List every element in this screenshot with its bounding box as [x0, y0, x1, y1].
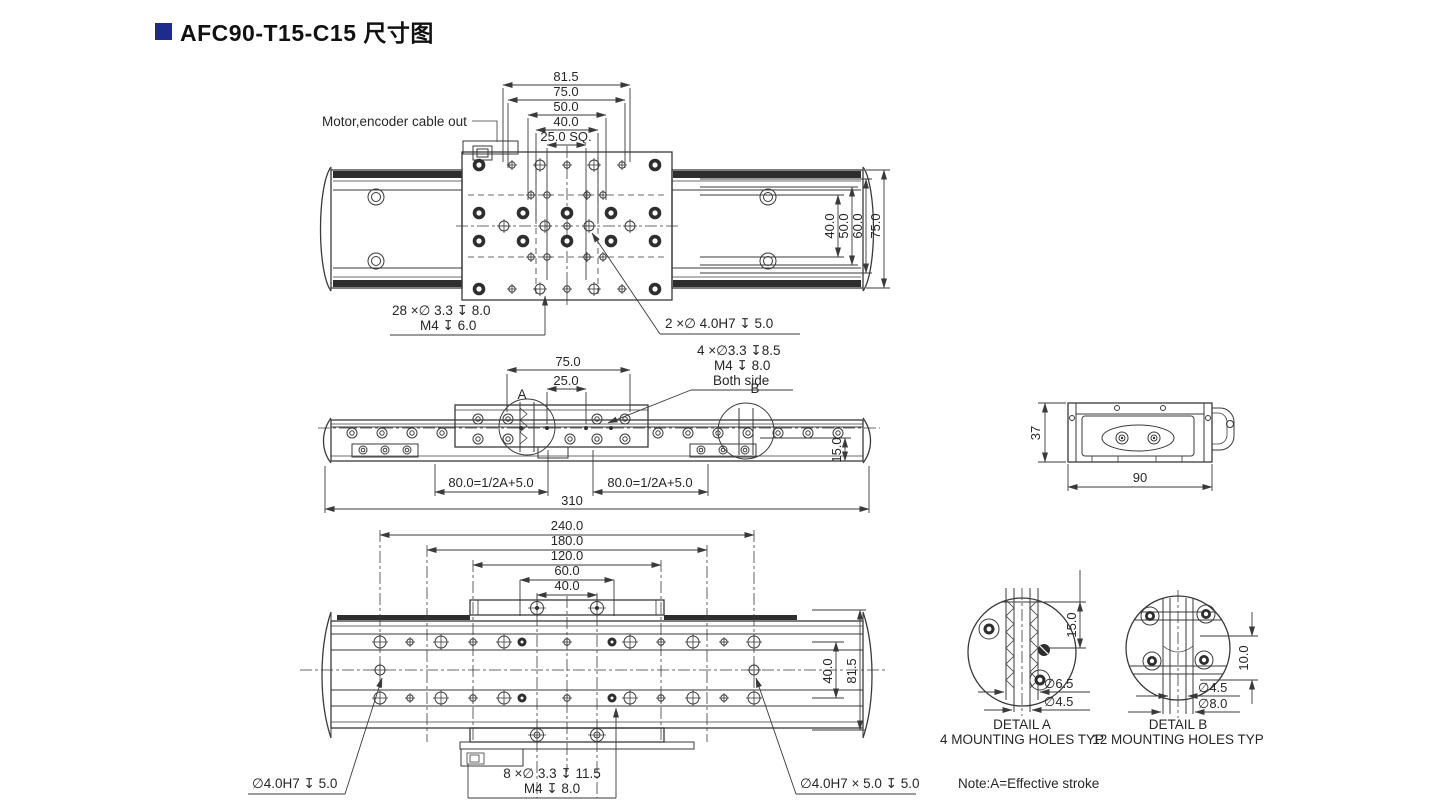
cable-leader [472, 120, 498, 142]
callout-28-holes: 28 ×∅ 3.3 ↧ 8.0 M4 ↧ 6.0 [390, 295, 548, 336]
callout-side-line2: M4 ↧ 8.0 [714, 358, 770, 373]
detail-a-subtitle: 4 MOUNTING HOLES TYP [940, 732, 1104, 747]
callout-8-line1: 8 ×∅ 3.3 ↧ 11.5 [503, 766, 601, 781]
dim-bv81-5: 81.5 [844, 658, 859, 683]
detail-a-dia-inner: ∅4.5 [1044, 694, 1073, 709]
detail-ring-a: A [498, 387, 556, 456]
callout-dowel-text: 2 ×∅ 4.0H7 ↧ 5.0 [665, 316, 773, 331]
detail-b-dia-inner: ∅4.5 [1198, 680, 1227, 695]
callout-side-holes: 4 ×∅3.3 ↧8.5 M4 ↧ 8.0 Both side [607, 343, 793, 424]
dim-b240: 240.0 [551, 518, 584, 533]
detail-b-depth: 10.0 [1236, 645, 1251, 670]
cable-loop [1212, 407, 1235, 451]
motor-connector [462, 140, 519, 161]
callout-dowel-left-text: ∅4.0H7 ↧ 5.0 [252, 776, 337, 791]
front-view: A B 75.0 25.0 15.0 [318, 343, 880, 513]
note-text: Note:A=Effective stroke [958, 776, 1099, 791]
page-title: AFC90-T15-C15 尺寸图 [155, 14, 434, 48]
dim-bv40: 40.0 [820, 658, 835, 683]
dim-f15: 15.0 [829, 437, 844, 462]
dim-v60: 60.0 [850, 213, 865, 238]
callout-28-line2: M4 ↧ 6.0 [420, 318, 476, 333]
callout-dowel-right: ∅4.0H7 × 5.0 ↧ 5.0 [755, 677, 920, 795]
top-dimensions: 81.5 75.0 50.0 40.0 25.0 SQ. [502, 69, 631, 280]
dim-310: 310 [561, 493, 583, 508]
dim-b120: 120.0 [551, 548, 584, 563]
dim-b40: 40.0 [554, 578, 579, 593]
detail-a-depth: 15.0 [1064, 612, 1079, 637]
front-base [322, 417, 872, 464]
title-bullet-icon [155, 22, 172, 40]
dim-stroke-right: 80.0=1/2A+5.0 [607, 475, 692, 490]
cable-label: Motor,encoder cable out [322, 114, 467, 129]
front-dimensions: 75.0 25.0 15.0 80.0=1/2A+5.0 80.0=1/2A+5… [324, 354, 870, 513]
bottom-view: 240.0 180.0 120.0 60.0 40.0 40.0 81.5 ∅4… [248, 518, 920, 799]
dim-v50: 50.0 [836, 213, 851, 238]
detail-b-subtitle: 12 MOUNTING HOLES TYP [1092, 732, 1264, 747]
detail-b-dimensions: 10.0 ∅4.5 ∅8.0 [1128, 612, 1258, 715]
detail-a: 15.0 ∅6.5 ∅4.5 DETAIL A 4 MOUNTING HOLES… [940, 570, 1104, 747]
detail-b-dia-outer: ∅8.0 [1198, 696, 1227, 711]
dim-25-sq: 25.0 SQ. [540, 129, 591, 144]
callout-8-holes: 8 ×∅ 3.3 ↧ 11.5 M4 ↧ 8.0 [467, 707, 619, 799]
bottom-motor-assembly [459, 725, 695, 767]
callout-dowel-top: 2 ×∅ 4.0H7 ↧ 5.0 [591, 232, 800, 335]
dim-s37: 37 [1028, 426, 1043, 440]
top-view: Motor,encoder cable out [319, 69, 890, 336]
dim-75: 75.0 [553, 84, 578, 99]
dim-f25: 25.0 [553, 373, 578, 388]
dim-b60: 60.0 [554, 563, 579, 578]
dim-v40: 40.0 [822, 213, 837, 238]
dim-50: 50.0 [553, 99, 578, 114]
dim-f75: 75.0 [555, 354, 580, 369]
side-view: 37 90 [1028, 402, 1235, 491]
callout-28-line1: 28 ×∅ 3.3 ↧ 8.0 [392, 303, 491, 318]
label-a: A [517, 387, 526, 402]
detail-a-title: DETAIL A [993, 717, 1051, 732]
top-view-right-dimensions: 40.0 50.0 60.0 75.0 [700, 169, 890, 289]
detail-a-dia-outer: ∅6.5 [1044, 676, 1073, 691]
dim-b180: 180.0 [551, 533, 584, 548]
callout-side-line1: 4 ×∅3.3 ↧8.5 [697, 343, 781, 358]
callout-dowel-left: ∅4.0H7 ↧ 5.0 [248, 677, 383, 795]
label-b: B [750, 381, 759, 396]
bottom-dimensions: 240.0 180.0 120.0 60.0 40.0 40.0 81.5 [379, 518, 866, 731]
title-text: AFC90-T15-C15 尺寸图 [180, 20, 434, 46]
dim-40: 40.0 [553, 114, 578, 129]
dim-s90: 90 [1133, 470, 1147, 485]
dim-81-5: 81.5 [553, 69, 578, 84]
callout-8-line2: M4 ↧ 8.0 [524, 781, 580, 796]
callout-dowel-right-text: ∅4.0H7 × 5.0 ↧ 5.0 [800, 776, 920, 791]
callout-side-line3: Both side [713, 373, 769, 388]
carriage-plate [456, 146, 678, 306]
detail-b: 10.0 ∅4.5 ∅8.0 DETAIL B 12 MOUNTING HOLE… [1092, 590, 1264, 747]
detail-a-dimensions: 15.0 ∅6.5 ∅4.5 [978, 570, 1090, 713]
rail-left [319, 166, 463, 292]
detail-ring-b: B [717, 381, 775, 460]
dim-v75: 75.0 [868, 213, 883, 238]
dim-stroke-left: 80.0=1/2A+5.0 [448, 475, 533, 490]
side-dimensions: 37 90 [1028, 402, 1213, 491]
detail-b-title: DETAIL B [1149, 717, 1208, 732]
